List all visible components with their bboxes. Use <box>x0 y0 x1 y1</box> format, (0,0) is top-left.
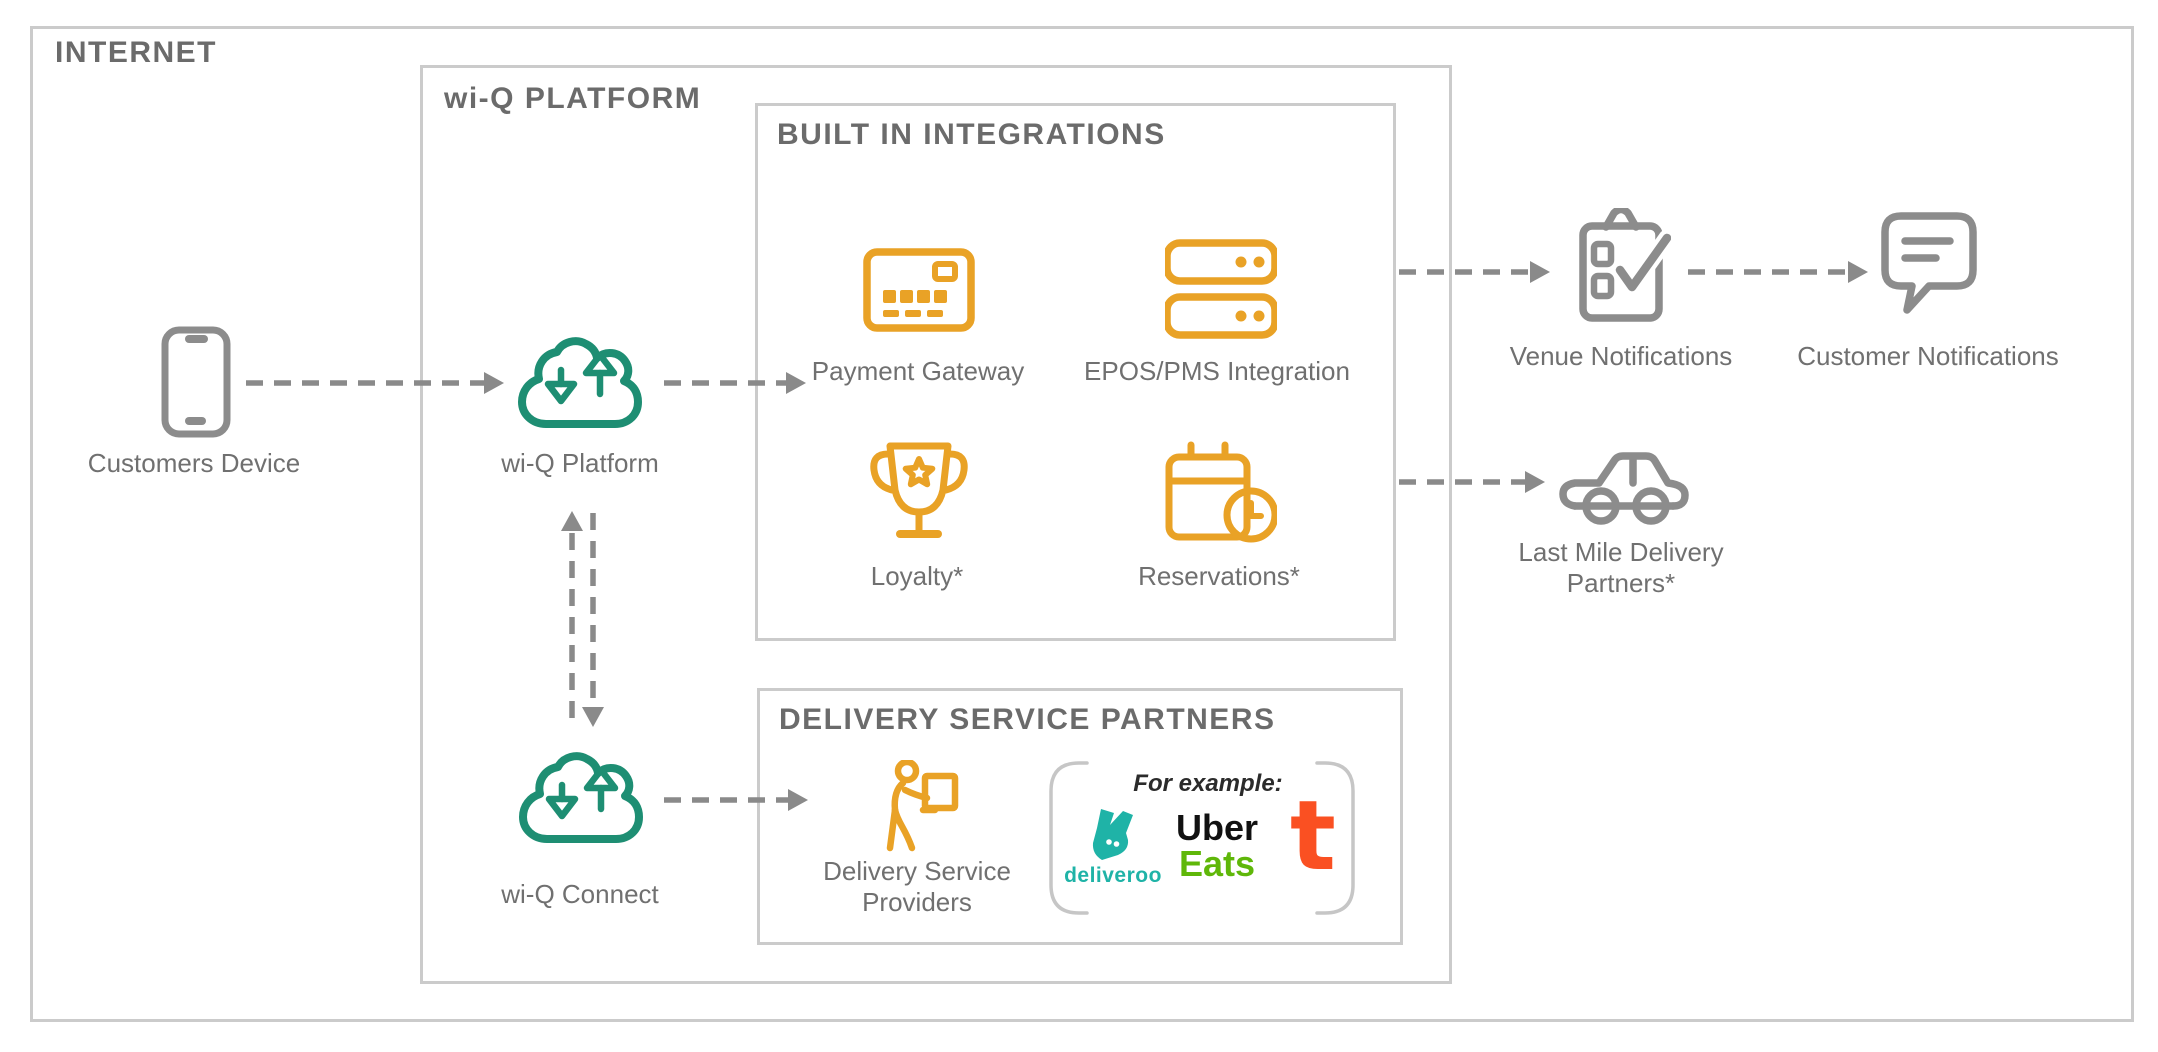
arrow-platform-connect-down <box>582 513 604 727</box>
wiq-connect-node <box>517 751 643 851</box>
arrow-connect-to-providers <box>664 789 808 811</box>
payment-gateway-node <box>863 244 975 334</box>
cloud-sync-icon <box>518 337 642 428</box>
delivery-service-partners-title: DELIVERY SERVICE PARTNERS <box>779 703 1276 736</box>
phone-icon <box>161 326 231 438</box>
wiq-connect-label: wi-Q Connect <box>501 879 659 909</box>
wiq-platform-title: wi-Q PLATFORM <box>444 82 702 115</box>
reservations-label: Reservations* <box>1138 561 1300 591</box>
trophy-star-icon <box>870 442 968 538</box>
internet-title: INTERNET <box>55 36 217 69</box>
clipboard-check-icon <box>1579 208 1671 322</box>
car-icon <box>1559 452 1689 525</box>
arrow-platform-to-integrations <box>664 372 806 394</box>
last-mile-label: Last Mile Delivery Partners* <box>1518 537 1724 598</box>
server-icon <box>1165 239 1277 339</box>
internet-box <box>30 26 2134 1022</box>
wiq-platform-label: wi-Q Platform <box>501 448 659 478</box>
customers-device-label: Customers Device <box>87 448 301 478</box>
partners-panel-brackets <box>1049 761 1355 915</box>
delivery-providers-label: Delivery Service Providers <box>823 856 1011 917</box>
delivery-service-partners-box <box>757 688 1403 945</box>
loyalty-node <box>866 440 972 550</box>
chat-bubble-icon <box>1881 212 1977 314</box>
venue-notifications-label: Venue Notifications <box>1509 341 1733 371</box>
last-mile-node <box>1559 436 1689 528</box>
deliveroo-wordmark: deliveroo <box>1064 864 1162 887</box>
arrow-platform-connect-up <box>561 511 583 727</box>
venue-notifications-node <box>1573 208 1671 322</box>
uber-eats-logo-line1: Uber <box>1175 807 1259 848</box>
epos-pms-node <box>1165 239 1277 339</box>
cloud-sync-icon <box>519 752 643 843</box>
built-in-integrations-title: BUILT IN INTEGRATIONS <box>777 118 1166 151</box>
arrow-integrations-to-lastmile <box>1399 471 1545 493</box>
calendar-clock-icon <box>1165 441 1277 543</box>
epos-pms-label: EPOS/PMS Integration <box>1084 356 1350 386</box>
takeaway-logo: t <box>1290 780 1336 892</box>
payment-gateway-label: Payment Gateway <box>811 356 1025 386</box>
deliveroo-icon <box>1092 809 1133 860</box>
customers-device-node <box>161 326 231 438</box>
arrow-venue-to-customer <box>1688 261 1868 283</box>
customer-notifications-label: Customer Notifications <box>1797 341 2059 371</box>
built-in-integrations-box <box>755 103 1396 641</box>
credit-card-icon <box>863 248 975 332</box>
arrow-device-to-platform <box>246 372 504 394</box>
uber-eats-logo: Uber Eats <box>1147 810 1287 882</box>
delivery-person-icon <box>886 760 959 852</box>
wiq-platform-box <box>420 65 1452 984</box>
arrow-integrations-to-venue <box>1399 261 1550 283</box>
reservations-node <box>1165 441 1277 545</box>
for-example-caption: For example: <box>1133 770 1283 797</box>
loyalty-label: Loyalty* <box>870 561 964 591</box>
wiq-platform-node <box>516 336 642 436</box>
delivery-providers-node <box>881 760 959 854</box>
customer-notifications-node <box>1879 212 1979 316</box>
uber-eats-logo-line2: Eats <box>1178 843 1256 884</box>
